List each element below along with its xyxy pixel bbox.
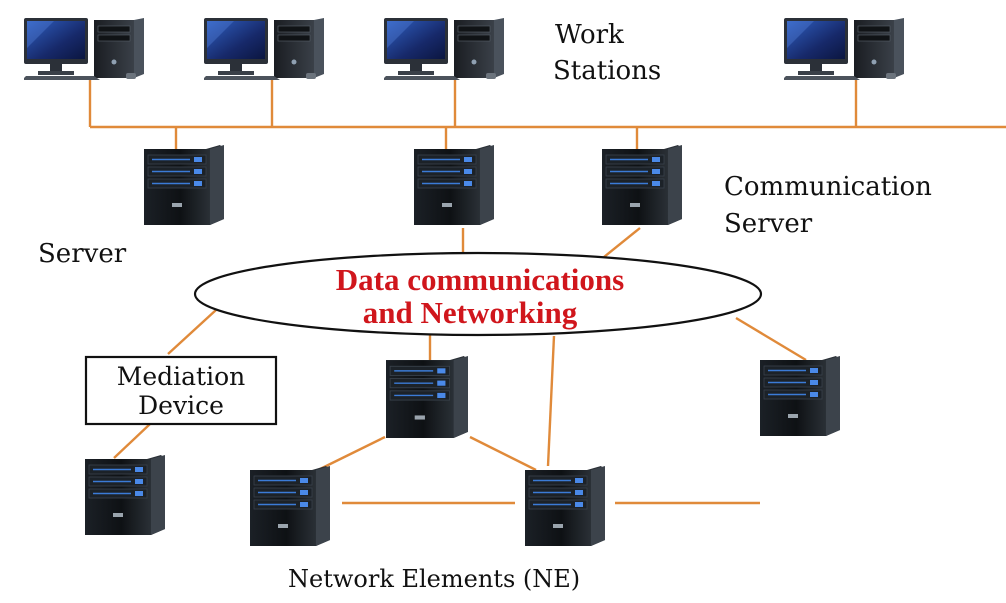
tower-server-icon [84,455,166,535]
network-ellipse [193,251,763,337]
tower-server-icon [385,356,469,438]
workstation-icon [384,18,505,80]
center-title-line-1: Data communications [336,262,624,297]
link-server-cloud-2 [603,227,641,258]
workstations-label-line-2: Stations [553,56,661,86]
workstation-icon [784,18,905,80]
tower-server-icon [602,145,682,225]
link-cloud-ne-bottom [546,335,556,467]
center-title-line-2: and Networking [363,295,578,330]
tower-server-icon [414,145,494,225]
tower-server-icon [249,466,331,546]
tower-server-icon [759,356,841,436]
link-mediation-ne [113,423,151,459]
link-ne-center-bottom [469,435,537,472]
mediation-label-line-1: Mediation [117,362,246,391]
workstations [24,18,905,80]
workstation-icon [204,18,325,80]
link-cloud-ne-right [735,316,807,362]
tower-server-icon [524,466,606,546]
mediation-device: Mediation Device [84,355,278,426]
mediation-box [84,355,278,426]
server-label: Server [38,239,127,269]
network-links [88,80,1006,505]
labels: Work Stations Communication Server Serve… [38,20,932,593]
workstation-icon [24,18,145,80]
communication-label-line-2: Server [724,209,813,239]
servers [144,145,682,225]
link-cloud-mediation [167,309,217,355]
mediation-label-line-2: Device [138,391,224,420]
link-ne-center-left [317,435,386,472]
central-network-cloud: Data communications and Networking [193,251,763,337]
workstations-label-line-1: Work [555,20,624,50]
tower-server-icon [144,145,224,225]
network-elements-label: Network Elements (NE) [288,565,580,593]
communication-label-line-1: Communication [724,172,932,202]
